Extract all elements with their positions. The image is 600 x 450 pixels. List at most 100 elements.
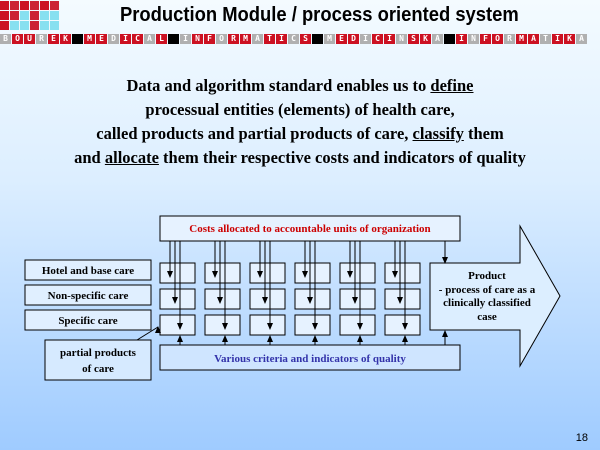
- logo-cell: [30, 21, 39, 30]
- banner-letter: [72, 34, 83, 44]
- banner-letter: C: [132, 34, 143, 44]
- banner-letter: I: [276, 34, 287, 44]
- banner-letter: C: [372, 34, 383, 44]
- logo-cell: [10, 21, 19, 30]
- banner-letter: D: [108, 34, 119, 44]
- page-number: 18: [575, 432, 588, 444]
- banner-letter: N: [396, 34, 407, 44]
- costs-box: [159, 215, 461, 242]
- partial-product-cell: [249, 262, 286, 284]
- partial-label: of care: [82, 363, 114, 375]
- banner-letter: E: [336, 34, 347, 44]
- product-label: clinically classified: [443, 297, 531, 309]
- partial-pointer: [136, 326, 161, 341]
- banner-letter: I: [180, 34, 191, 44]
- logo-cell: [50, 11, 59, 20]
- logo-cell: [50, 1, 59, 10]
- intro-line-3: called products and partial products of …: [96, 124, 413, 143]
- partial-product-cell: [339, 262, 376, 284]
- banner-letter: L: [156, 34, 167, 44]
- banner-letter: R: [228, 34, 239, 44]
- banner-letter: [444, 34, 455, 44]
- banner-letter: I: [384, 34, 395, 44]
- banner-letter: R: [504, 34, 515, 44]
- banner-letter: A: [528, 34, 539, 44]
- banner-letter: U: [24, 34, 35, 44]
- intro-line-4: and: [74, 148, 105, 167]
- banner-letter: T: [264, 34, 275, 44]
- partial-products-box: [44, 339, 152, 381]
- partial-product-cell: [249, 314, 286, 336]
- quality-label: Various criteria and indicators of quali…: [214, 353, 406, 365]
- banner-letter: A: [144, 34, 155, 44]
- product-label: case: [477, 311, 497, 323]
- logo-cell: [20, 21, 29, 30]
- logo-cell: [50, 21, 59, 30]
- product-label: Product: [468, 270, 506, 282]
- banner-letter: M: [324, 34, 335, 44]
- partial-product-cell: [384, 288, 421, 310]
- banner-letter: N: [192, 34, 203, 44]
- intro-line-3-end: them: [463, 124, 504, 143]
- quality-box: [159, 344, 461, 371]
- banner-letter: M: [240, 34, 251, 44]
- banner-letter: E: [96, 34, 107, 44]
- banner-letter: O: [12, 34, 23, 44]
- banner-letter: I: [552, 34, 563, 44]
- banner-letter: E: [48, 34, 59, 44]
- intro-allocate: allocate: [104, 148, 159, 167]
- partial-product-cell: [384, 314, 421, 336]
- banner-letter: D: [348, 34, 359, 44]
- banner-letter: K: [564, 34, 575, 44]
- intro-text: Data and algorithm standard enables us t…: [0, 74, 600, 170]
- logo-cell: [10, 1, 19, 10]
- logo-cell: [0, 1, 9, 10]
- banner-letter: R: [36, 34, 47, 44]
- intro-define: define: [430, 76, 474, 95]
- partial-product-cell: [159, 314, 196, 336]
- row-label: Specific care: [58, 315, 117, 327]
- banner-letter: I: [360, 34, 371, 44]
- banner-letter: S: [408, 34, 419, 44]
- partial-product-cell: [339, 288, 376, 310]
- banner-letter: K: [420, 34, 431, 44]
- slide-title: Production Module / process oriented sys…: [120, 4, 519, 26]
- banner-letter: I: [120, 34, 131, 44]
- partial-product-cell: [159, 262, 196, 284]
- banner-letter: [168, 34, 179, 44]
- banner-letter: B: [0, 34, 11, 44]
- banner-letter: F: [204, 34, 215, 44]
- logo-cell: [20, 1, 29, 10]
- product-label: - process of care as a: [439, 284, 536, 296]
- partial-product-cell: [204, 314, 241, 336]
- intro-classify: classify: [412, 124, 464, 143]
- banner-letter: A: [576, 34, 587, 44]
- partial-label: partial products: [60, 347, 137, 359]
- banner-letter: A: [252, 34, 263, 44]
- logo-cell: [30, 11, 39, 20]
- logo-cell: [30, 1, 39, 10]
- row-label: Hotel and base care: [42, 265, 134, 277]
- partial-product-cell: [204, 288, 241, 310]
- logo-cell: [20, 11, 29, 20]
- logo-cell: [0, 11, 9, 20]
- row-label: Non-specific care: [48, 290, 129, 302]
- banner-letter: K: [60, 34, 71, 44]
- partial-product-cell: [339, 314, 376, 336]
- banner-letter: M: [516, 34, 527, 44]
- banner-letter: A: [432, 34, 443, 44]
- intro-line-1: Data and algorithm standard enables us t…: [126, 76, 431, 95]
- banner-letter: I: [456, 34, 467, 44]
- partial-product-cell: [204, 262, 241, 284]
- intro-line-2: processual entities (elements) of health…: [145, 100, 455, 119]
- banner-letter: T: [540, 34, 551, 44]
- partial-product-cell: [249, 288, 286, 310]
- partial-product-cell: [294, 262, 331, 284]
- logo-cell: [40, 1, 49, 10]
- banner-letter: F: [480, 34, 491, 44]
- banner-letter: C: [288, 34, 299, 44]
- costs-label: Costs allocated to accountable units of …: [189, 223, 430, 235]
